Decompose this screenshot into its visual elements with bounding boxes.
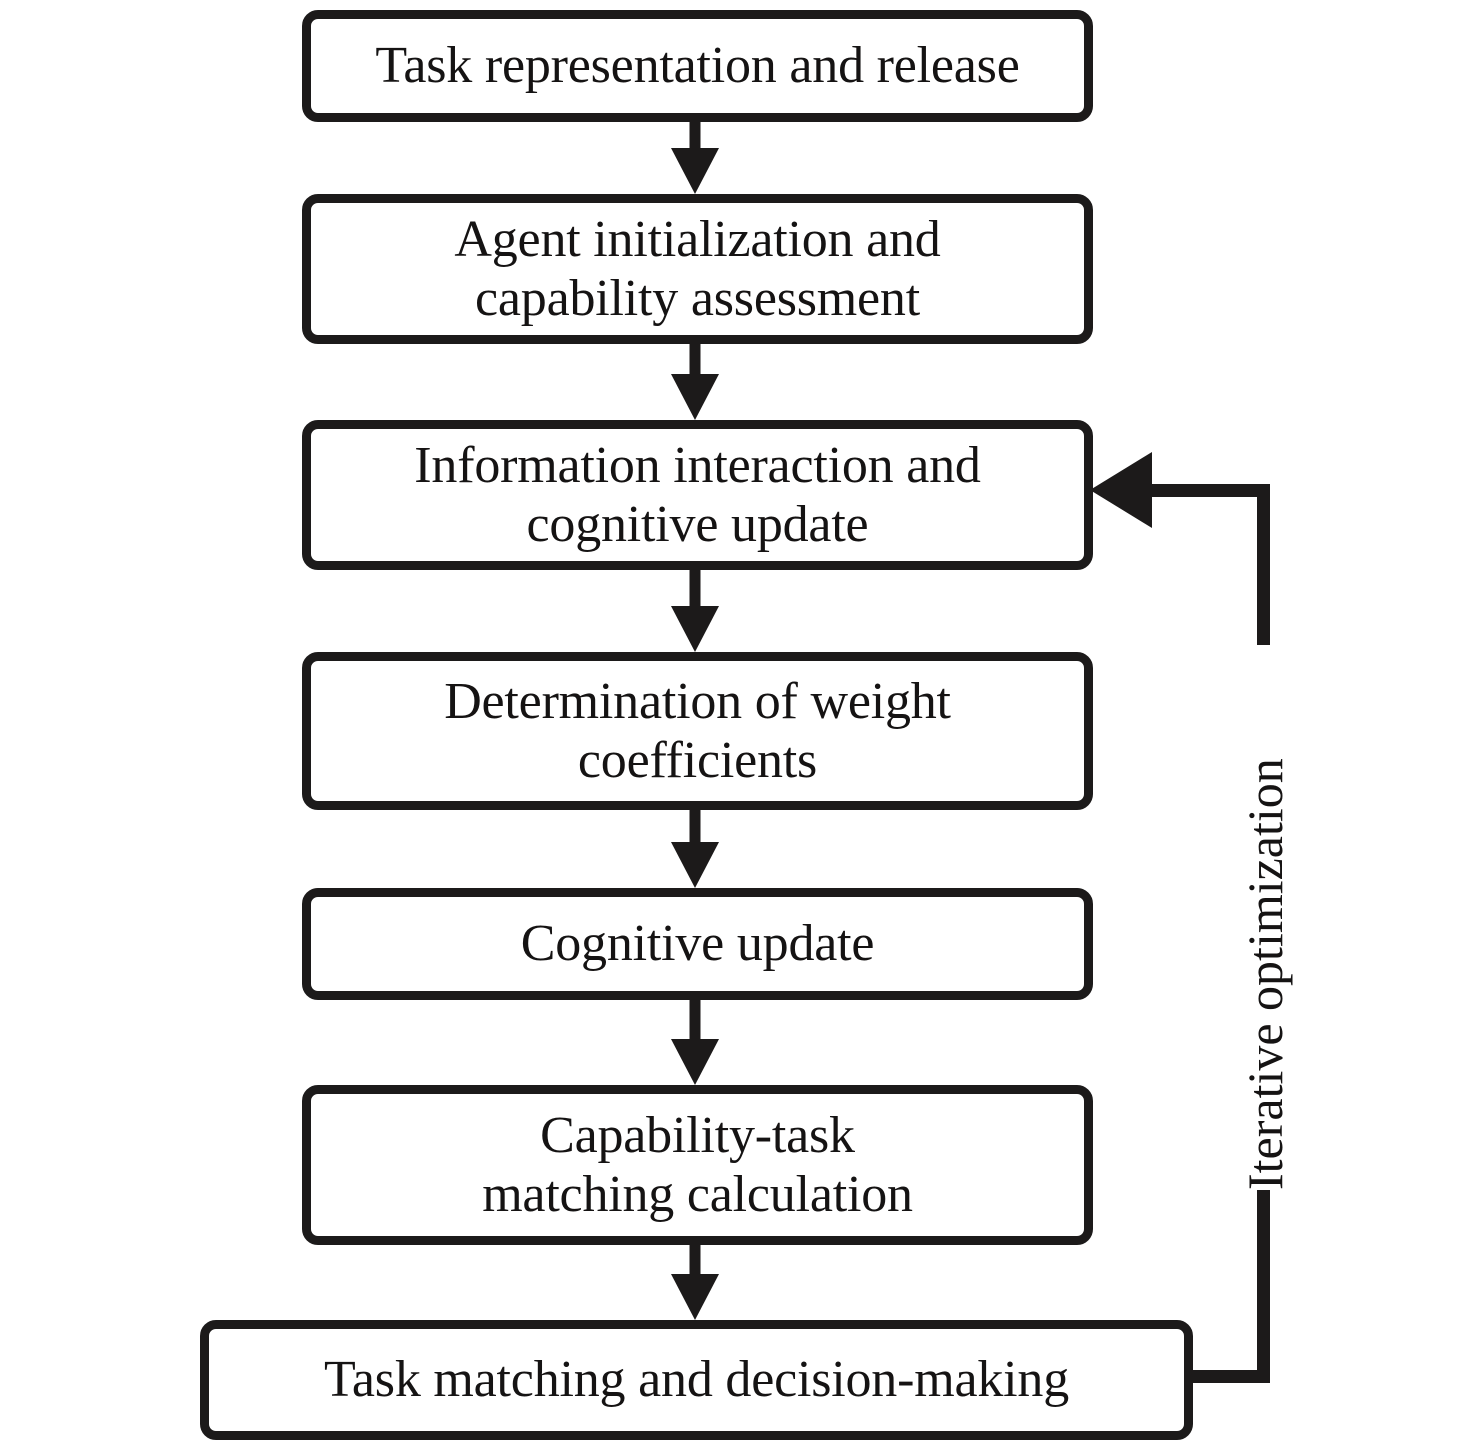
arrow-n1-to-n2 xyxy=(671,122,719,194)
feedback-arrow-head-left-icon xyxy=(1090,452,1152,528)
arrow-shaft xyxy=(689,570,701,610)
arrow-shaft xyxy=(689,344,701,378)
node-label: Capability-task matching calculation xyxy=(482,1106,913,1223)
node-determination-of-weight-coefficients[interactable]: Determination of weight coefficients xyxy=(302,652,1093,810)
node-label: Information interaction and cognitive up… xyxy=(414,436,981,553)
node-label: Agent initialization and capability asse… xyxy=(454,210,941,327)
feedback-segment-bottom-horizontal xyxy=(1184,1370,1270,1383)
node-information-interaction-and-cognitive-update[interactable]: Information interaction and cognitive up… xyxy=(302,420,1093,570)
node-task-matching-and-decision-making[interactable]: Task matching and decision-making xyxy=(200,1320,1193,1440)
node-label: Task representation and release xyxy=(375,37,1020,95)
node-cognitive-update[interactable]: Cognitive update xyxy=(302,888,1093,1000)
arrow-head-down-icon xyxy=(671,148,719,194)
arrow-shaft xyxy=(689,122,701,152)
arrow-head-down-icon xyxy=(671,842,719,888)
arrow-shaft xyxy=(689,1245,701,1278)
arrow-shaft xyxy=(689,1000,701,1043)
arrow-shaft xyxy=(689,810,701,846)
arrow-n2-to-n3 xyxy=(671,344,719,420)
feedback-segment-top-horizontal xyxy=(1148,484,1270,497)
node-label: Task matching and decision-making xyxy=(323,1351,1069,1409)
arrow-head-down-icon xyxy=(671,1039,719,1085)
node-capability-task-matching-calculation[interactable]: Capability-task matching calculation xyxy=(302,1085,1093,1245)
feedback-loop-label: Iterative optimization xyxy=(1237,758,1293,1190)
arrow-n5-to-n6 xyxy=(671,1000,719,1085)
feedback-segment-vertical-lower xyxy=(1257,1190,1270,1383)
feedback-segment-vertical-upper xyxy=(1257,497,1270,645)
node-agent-initialization-and-capability-assessment[interactable]: Agent initialization and capability asse… xyxy=(302,194,1093,344)
node-label: Cognitive update xyxy=(520,915,875,973)
node-label: Determination of weight coefficients xyxy=(444,672,951,789)
arrow-n4-to-n5 xyxy=(671,810,719,888)
node-task-representation-and-release[interactable]: Task representation and release xyxy=(302,10,1093,122)
arrow-n6-to-n7 xyxy=(671,1245,719,1320)
arrow-n3-to-n4 xyxy=(671,570,719,652)
arrow-head-down-icon xyxy=(671,374,719,420)
arrow-head-down-icon xyxy=(671,606,719,652)
arrow-head-down-icon xyxy=(671,1274,719,1320)
